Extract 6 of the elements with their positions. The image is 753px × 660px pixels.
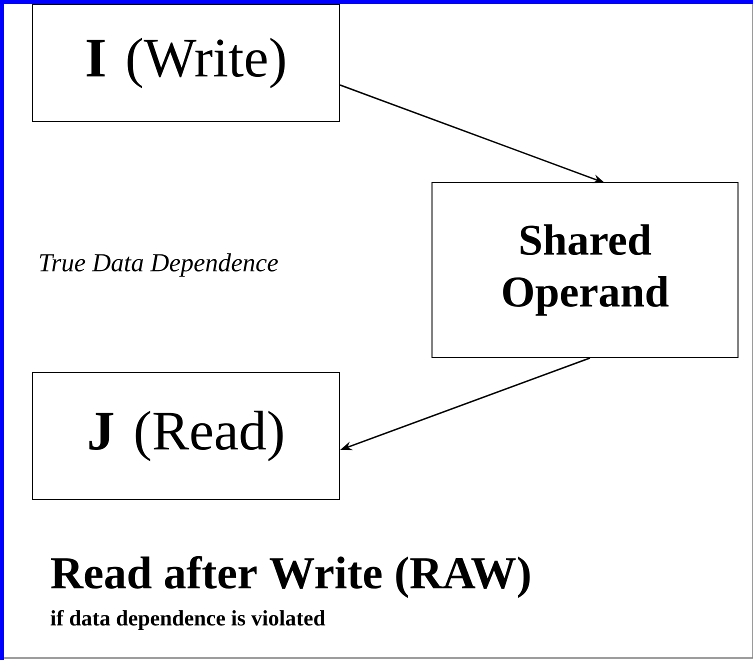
annotation-text: True Data Dependence xyxy=(40,253,278,277)
heading-text: Read after Write (RAW) xyxy=(51,556,530,598)
process-box: I (Write) xyxy=(32,4,340,122)
note-text: if data dependence is violated xyxy=(50,610,326,630)
process-box: Shared Operand xyxy=(432,182,738,358)
process-box: J (Read) xyxy=(32,372,340,500)
